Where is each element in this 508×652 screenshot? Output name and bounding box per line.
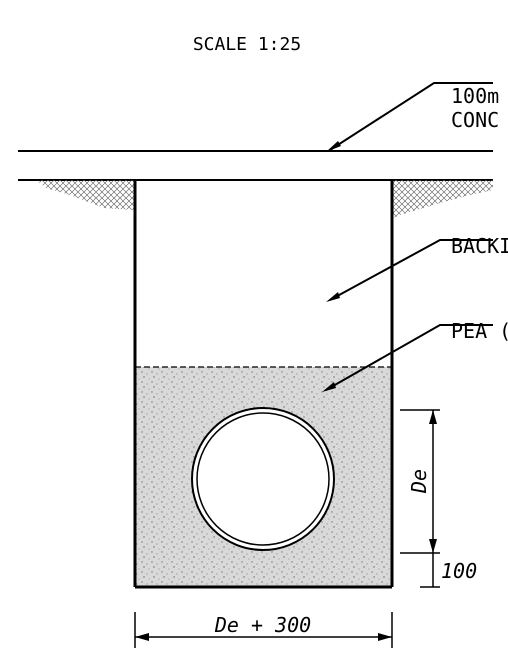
dim-de-arrow-bottom [429, 539, 437, 553]
leader-pea-gravel-arrow [322, 382, 336, 392]
pipe-inner [196, 412, 330, 546]
callout-pea-gravel: PEA ( [451, 319, 508, 343]
dim-width-arrow-right [378, 633, 392, 641]
callout-concrete-line1: 100m [451, 84, 499, 108]
dim-de-arrow-top [429, 410, 437, 424]
leader-backfill [329, 239, 493, 301]
leader-concrete [329, 82, 493, 151]
callout-backfill: BACKI [451, 234, 508, 258]
dim-label-bedding: 100 [441, 559, 477, 583]
dim-label-de: De [407, 469, 431, 494]
callout-concrete-line2: CONC [451, 108, 499, 132]
leader-pea-gravel [325, 324, 493, 391]
leader-backfill-arrow [326, 292, 340, 302]
ground-hatch-right [393, 180, 493, 218]
ground-hatch-left [36, 180, 134, 210]
dim-width-arrow-left [135, 633, 149, 641]
leader-concrete-arrow [326, 141, 341, 152]
scale-label: SCALE 1:25 [193, 34, 301, 55]
dim-label-width: De + 300 [214, 613, 311, 637]
